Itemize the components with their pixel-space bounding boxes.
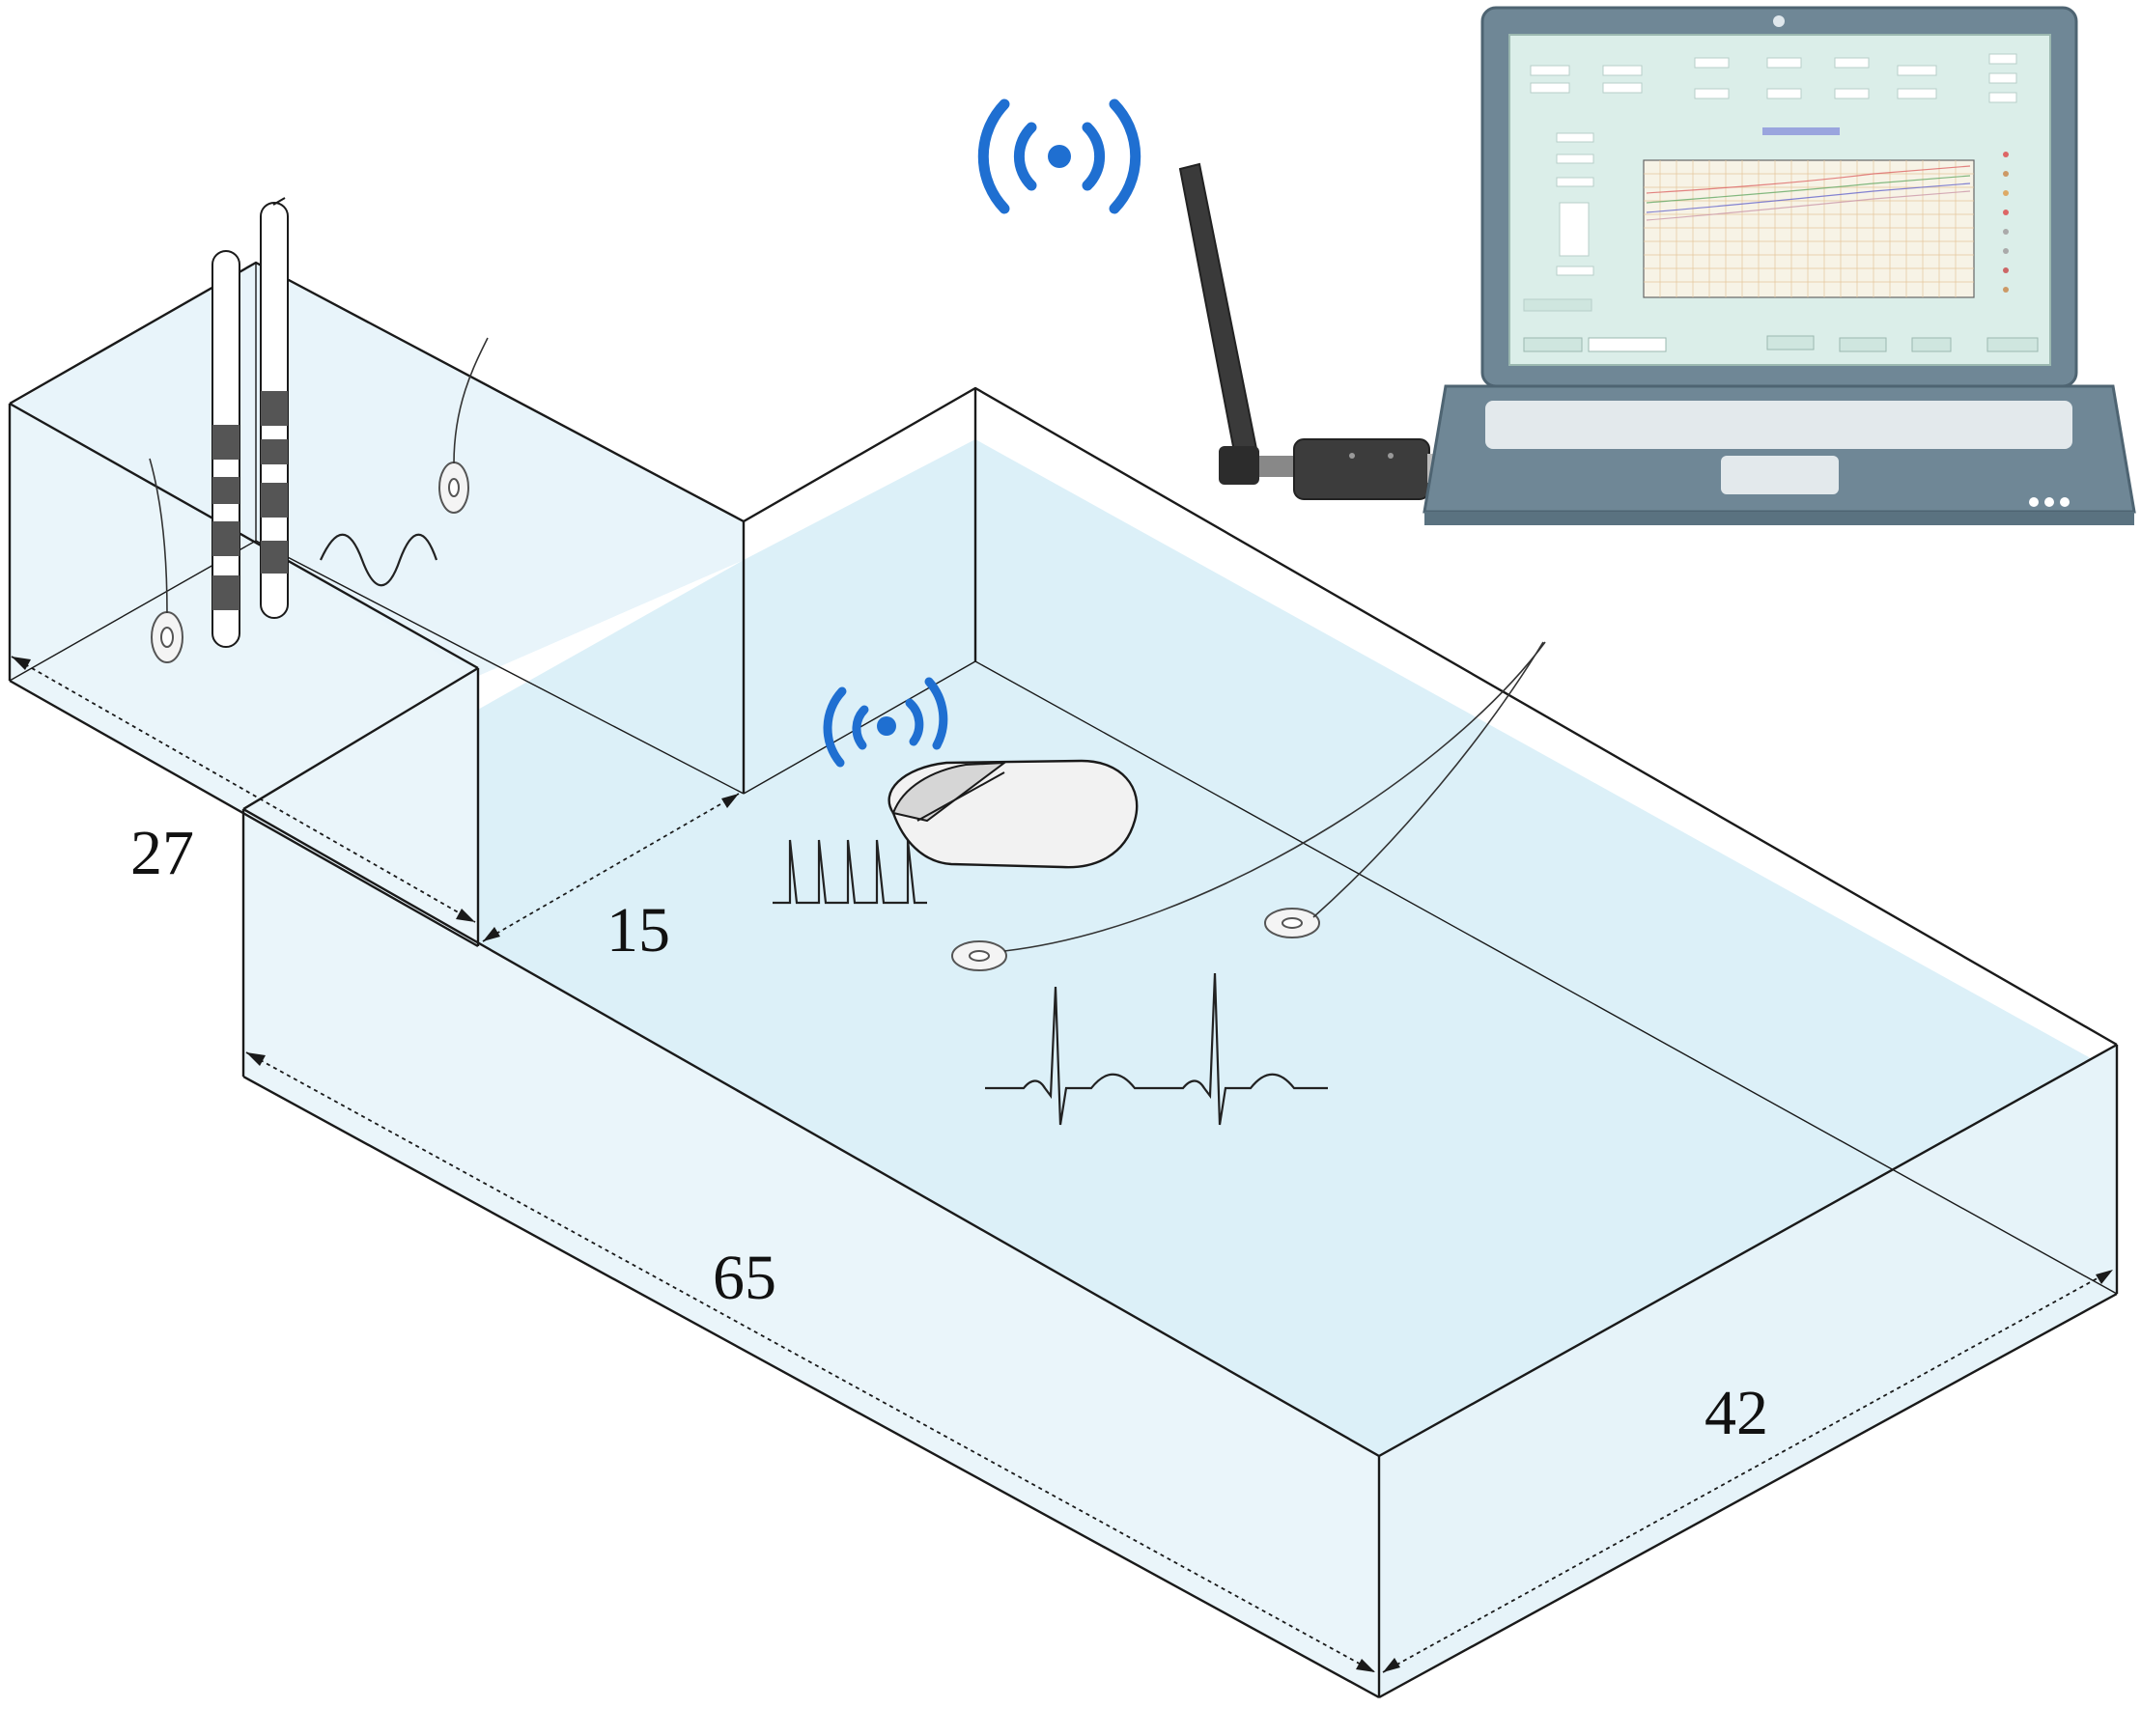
dimension-label-width: 42 bbox=[1704, 1378, 1768, 1448]
dimension-arrowheads bbox=[12, 657, 2113, 1672]
tank-back-wall-left bbox=[10, 263, 744, 676]
wireless-signal-icon bbox=[977, 98, 1141, 214]
pacing-lead-icon bbox=[211, 197, 289, 648]
tank-side-face bbox=[1379, 1045, 2117, 1697]
screen-bottom-buttons bbox=[1523, 335, 2039, 352]
electrode-disc-icon bbox=[151, 462, 1320, 971]
dimension-label-step: 15 bbox=[606, 895, 670, 966]
sine-wave bbox=[319, 533, 438, 587]
usb-antenna-icon bbox=[1178, 162, 1456, 500]
pulse-train bbox=[773, 839, 927, 905]
wireless-signal-icon-device bbox=[823, 677, 948, 768]
screen-ui bbox=[1523, 53, 2039, 352]
water-surface-right bbox=[246, 439, 2115, 1463]
dimension-lines bbox=[11, 656, 2114, 1673]
screen-plot bbox=[1643, 159, 1975, 298]
dim-line-65 bbox=[245, 1051, 1376, 1673]
dimension-label-length: 65 bbox=[713, 1243, 776, 1313]
screen-legend bbox=[2003, 152, 2009, 293]
tank-front-left-face bbox=[10, 406, 478, 946]
water-tank bbox=[8, 261, 2119, 1699]
dimension-label-depth: 27 bbox=[130, 818, 194, 888]
screen-left-controls bbox=[1523, 132, 1594, 312]
electrode-wires bbox=[149, 337, 1546, 952]
screen-chart-title bbox=[1762, 127, 1840, 135]
dim-line-15 bbox=[482, 793, 740, 942]
implant-device-icon bbox=[887, 759, 1139, 869]
screen-param-panel bbox=[1530, 53, 2017, 103]
ecg-trace bbox=[985, 972, 1328, 1126]
tank-front-face bbox=[243, 809, 1379, 1697]
